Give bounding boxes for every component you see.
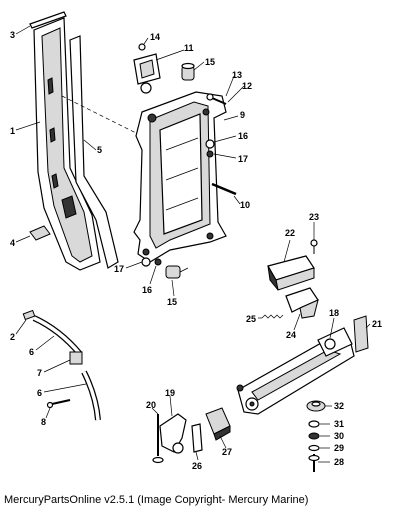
part-2-fitting [22, 309, 36, 321]
part-3-strip [29, 11, 67, 29]
part-19-bracket [159, 413, 187, 454]
part-7-tee [69, 351, 83, 365]
part-18-lever [236, 327, 355, 415]
callout-16-bottom: 16 [142, 285, 152, 295]
callout-19: 19 [165, 388, 175, 398]
callout-6-lower: 6 [37, 388, 42, 398]
part-27-block [205, 407, 231, 441]
part-23-screw [310, 239, 318, 254]
part-8-pin [46, 399, 71, 409]
callout-labels: 3 1 4 5 14 11 15 13 12 9 16 17 10 17 16 … [10, 30, 382, 471]
part-31-washer [308, 420, 320, 428]
callout-20: 20 [146, 400, 156, 410]
part-6-hose-lower [81, 370, 101, 421]
callout-23: 23 [309, 212, 319, 222]
part-11-upper-mount [133, 53, 161, 94]
callout-24: 24 [286, 330, 296, 340]
part-14-screw [138, 43, 146, 51]
alignment-line [61, 95, 151, 141]
callout-30: 30 [334, 431, 344, 441]
callout-14: 14 [150, 32, 160, 42]
callout-2: 2 [10, 332, 15, 342]
part-26-plate [191, 423, 203, 453]
callout-4: 4 [10, 238, 15, 248]
callout-32: 32 [334, 401, 344, 411]
part-15-upper-mount [181, 62, 195, 81]
callout-31: 31 [334, 419, 344, 429]
callout-15-bottom: 15 [167, 297, 177, 307]
callout-8: 8 [41, 417, 46, 427]
part-12-13-screws [206, 93, 227, 105]
part-21-pad [353, 315, 369, 353]
part-16-17-right-washers [205, 139, 215, 158]
callout-6-upper: 6 [29, 347, 34, 357]
part-32-bushing [306, 400, 326, 412]
callout-27: 27 [222, 447, 232, 457]
copyright-caption: MercuryPartsOnline v2.5.1 (Image Copyrig… [4, 494, 309, 506]
callout-28: 28 [334, 457, 344, 467]
callout-10: 10 [240, 200, 250, 210]
callout-9: 9 [240, 110, 245, 120]
callout-11: 11 [184, 43, 194, 53]
callout-25: 25 [246, 314, 256, 324]
part-4-clip [29, 225, 51, 241]
parts-diagram: 3 1 4 5 14 11 15 13 12 9 16 17 10 17 16 … [10, 11, 382, 472]
callout-15-upper: 15 [205, 57, 215, 67]
part-28-bolt [308, 454, 320, 472]
part-30-washer [308, 432, 320, 440]
callout-18: 18 [329, 308, 339, 318]
callout-7: 7 [37, 368, 42, 378]
part-29-washer [308, 444, 320, 452]
leader-lines [15, 25, 371, 463]
callout-17-bottom: 17 [114, 264, 124, 274]
callout-16-right: 16 [238, 131, 248, 141]
mounting-bracket [133, 91, 227, 263]
callout-29: 29 [334, 443, 344, 453]
callout-13: 13 [232, 70, 242, 80]
callout-12: 12 [242, 81, 252, 91]
part-6-hose-upper [32, 315, 83, 356]
callout-21: 21 [372, 319, 382, 329]
part-1-panel [33, 17, 101, 271]
part-20-bolt [152, 414, 164, 464]
callout-17-right: 17 [238, 154, 248, 164]
callout-5: 5 [97, 145, 102, 155]
part-25-spring [261, 314, 284, 319]
callout-1: 1 [10, 126, 15, 136]
part-10-bolt [211, 182, 237, 196]
part-5-strip [69, 35, 119, 269]
part-22-switch [267, 255, 315, 291]
callout-26: 26 [192, 461, 202, 471]
callout-3: 3 [10, 30, 15, 40]
part-24-cam [285, 287, 319, 319]
callout-22: 22 [285, 228, 295, 238]
part-15-lower-mount [141, 257, 189, 279]
